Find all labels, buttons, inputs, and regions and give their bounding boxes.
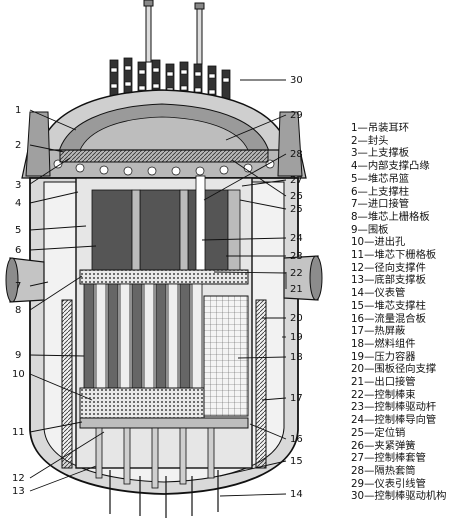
callout-24: 24 (290, 233, 303, 244)
legend-item: 2—封头 (351, 134, 389, 147)
callout-1: 1 (15, 105, 21, 116)
legend-item: 5—堆芯吊篮 (351, 172, 410, 185)
callout-11: 11 (12, 427, 25, 438)
callouts-right: 30 29 28 27 26 25 24 23 22 21 20 19 18 1… (290, 75, 303, 500)
callout-27: 27 (290, 175, 303, 186)
callout-29: 29 (290, 110, 303, 121)
callout-19: 19 (290, 332, 303, 343)
callout-23: 23 (290, 251, 303, 262)
legend-item: 1—吊装耳环 (351, 122, 410, 134)
legend-item: 14—仪表管 (351, 287, 406, 300)
guide-tubes (91, 175, 241, 275)
fuel-grid-block (203, 295, 249, 417)
core-support-columns (95, 427, 215, 489)
legend-item: 4—内部支撑凸缘 (351, 160, 430, 173)
callout-21: 21 (290, 284, 303, 295)
flow-mixing-plate (79, 417, 249, 429)
legend-item: 12—径向支撑件 (351, 261, 426, 274)
legend-item: 17—热屏蔽 (351, 325, 406, 338)
callout-3: 3 (15, 180, 21, 191)
callout-9: 9 (15, 350, 21, 361)
callout-15: 15 (290, 456, 303, 467)
legend-item: 25—定位销 (351, 426, 406, 439)
closure-head (37, 89, 291, 163)
upper-support-plate (59, 149, 269, 163)
callout-12: 12 (12, 473, 25, 484)
callout-18: 18 (290, 352, 303, 363)
legend-item: 29—仪表引线管 (351, 477, 426, 490)
legend-item: 9—围板 (351, 223, 389, 236)
nozzles (5, 255, 323, 303)
lower-core-plate (79, 387, 205, 419)
legend-item: 11—堆芯下栅格板 (351, 249, 437, 262)
legend-item: 6—上支撑柱 (351, 185, 410, 198)
legend-item: 23—控制棒驱动杆 (351, 401, 437, 414)
legend-item: 15—堆芯支撑柱 (351, 299, 426, 312)
callout-20: 20 (290, 313, 303, 324)
callout-14: 14 (290, 489, 303, 500)
callout-26: 26 (290, 191, 303, 202)
callout-13: 13 (12, 486, 25, 497)
callouts-left: 1 2 3 4 5 6 7 8 9 10 11 12 13 (12, 105, 25, 497)
legend-item: 8—堆芯上栅格板 (351, 210, 430, 223)
callout-30: 30 (290, 75, 303, 86)
callout-16: 16 (290, 434, 303, 445)
legend-item: 10—进出孔 (351, 236, 406, 249)
parts-legend: 1—吊装耳环 2—封头 3—上支撑板 4—内部支撑凸缘 5—堆芯吊篮 6—上支撑… (351, 122, 455, 503)
legend-item: 20—围板径向支撑 (351, 363, 437, 376)
instrument-tubes (109, 470, 219, 518)
callout-4: 4 (15, 198, 21, 209)
callout-7: 7 (15, 281, 21, 292)
callout-17: 17 (290, 393, 303, 404)
legend-item: 28—隔热套筒 (351, 464, 416, 477)
legend-item: 16—流量混合板 (351, 312, 426, 325)
callout-28: 28 (290, 149, 303, 160)
legend-item: 22—控制棒束 (351, 388, 416, 401)
callout-22: 22 (290, 268, 303, 279)
legend-item: 13—底部支撑板 (351, 274, 426, 287)
legend-item: 30—控制棒驱动机构 (351, 490, 447, 503)
callout-2: 2 (15, 140, 21, 151)
legend-item: 21—出口接管 (351, 376, 416, 389)
callout-25: 25 (290, 204, 303, 215)
legend-item: 24—控制棒导向管 (351, 414, 437, 427)
legend-item: 7—进口接管 (351, 198, 410, 211)
callout-8: 8 (15, 305, 21, 316)
callout-10: 10 (12, 369, 25, 380)
legend-item: 3—上支撑板 (351, 147, 410, 160)
legend-item: 19—压力容器 (351, 350, 416, 363)
legend-item: 26—夹紧弹簧 (351, 439, 416, 452)
control-rod-drive-mechanisms (109, 0, 231, 105)
legend-item: 18—燃料组件 (351, 337, 416, 350)
leader-lines (29, 79, 287, 497)
callout-6: 6 (15, 245, 21, 256)
legend-item: 27—控制棒套管 (351, 452, 426, 465)
callout-5: 5 (15, 225, 21, 236)
